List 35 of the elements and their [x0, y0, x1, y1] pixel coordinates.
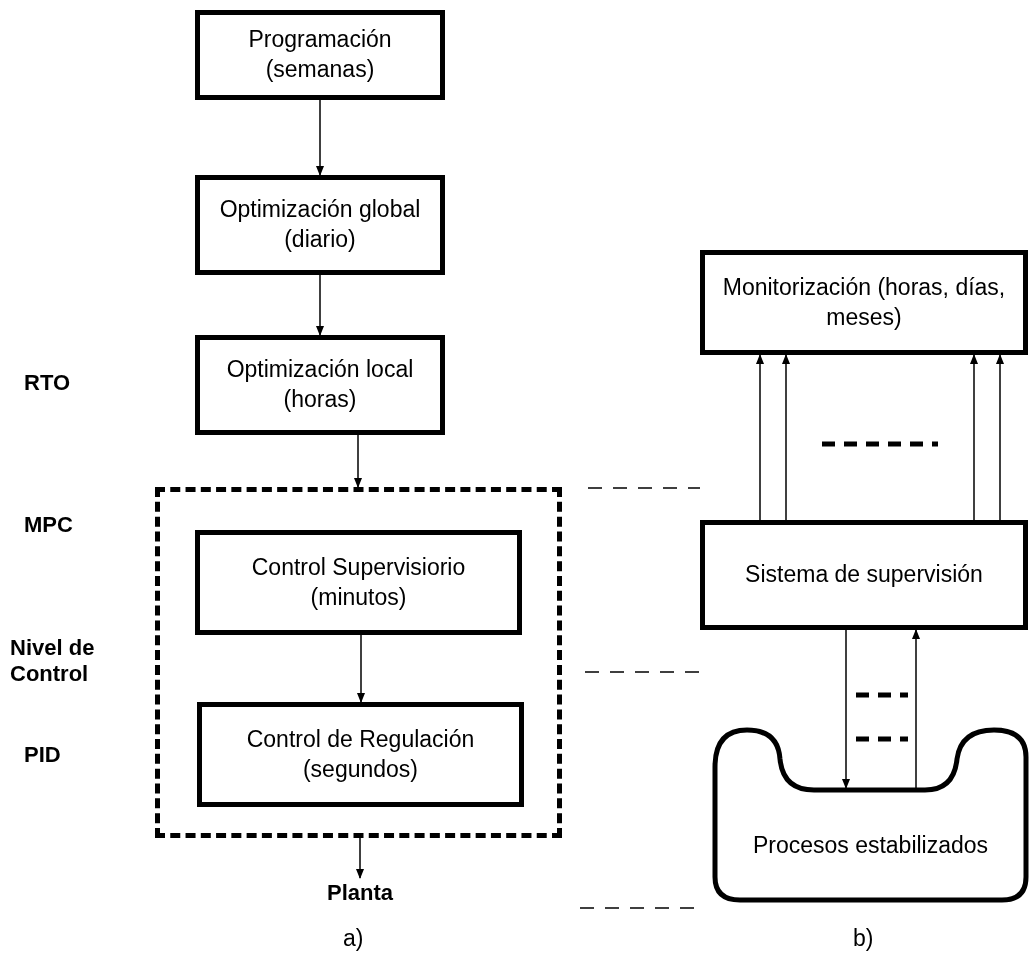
- arrow: [356, 837, 364, 879]
- arrow: [756, 354, 764, 521]
- process-box: [195, 10, 445, 100]
- box-label: Procesos estabilizados: [752, 831, 989, 861]
- box-label: Control Supervisiorio (minutos): [250, 552, 467, 612]
- level-label: RTO: [24, 370, 71, 397]
- box-label: Optimización global (diario): [218, 195, 422, 254]
- arrow: [354, 434, 362, 488]
- panel-caption: a): [343, 925, 364, 952]
- arrow: [316, 274, 324, 336]
- level-label: MPC: [24, 512, 73, 539]
- process-box: [195, 530, 522, 635]
- process-box: [700, 520, 1028, 630]
- process-box: [195, 175, 445, 275]
- level-label: Nivel de Control: [10, 635, 96, 688]
- box-label: Sistema de supervisión: [745, 560, 983, 590]
- arrow: [782, 354, 790, 521]
- arrow: [970, 354, 978, 521]
- box-label: Programación (semanas): [247, 25, 393, 84]
- box-label: Control de Regulación (segundos): [245, 724, 476, 784]
- node-label: Planta: [310, 878, 410, 908]
- arrow: [842, 629, 850, 789]
- arrow: [996, 354, 1004, 521]
- process-shape: [712, 727, 1029, 903]
- process-box: [197, 702, 524, 807]
- panel-caption: b): [853, 925, 874, 952]
- arrow: [357, 634, 365, 703]
- process-box: [700, 250, 1028, 355]
- process-box: [195, 335, 445, 435]
- dashed-group-box: [155, 487, 562, 838]
- box-label: Optimización local (horas): [225, 355, 415, 414]
- arrow: [912, 629, 920, 789]
- box-label: Monitorización (horas, días, meses): [721, 272, 1007, 332]
- arrow: [316, 99, 324, 176]
- level-label: PID: [24, 742, 61, 769]
